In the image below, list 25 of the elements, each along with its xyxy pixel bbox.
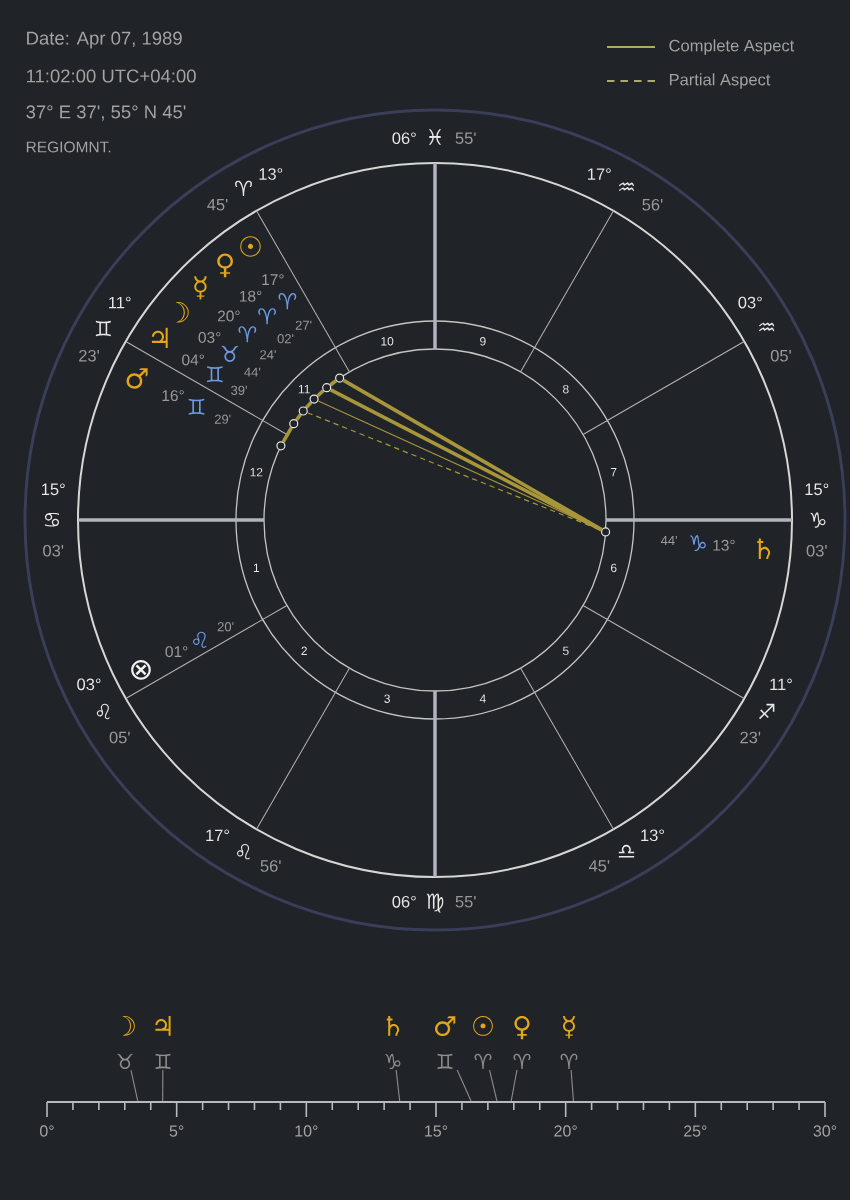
tick-label: 15° bbox=[425, 1125, 448, 1137]
leader-line bbox=[395, 1069, 401, 1102]
planet-label: ☿ ♈ bbox=[560, 1016, 578, 1070]
legend-label: Partial Aspect bbox=[669, 73, 771, 89]
tick-label: 0° bbox=[40, 1125, 54, 1137]
leader-line bbox=[489, 1069, 498, 1102]
planet-label: ☽ ♉ bbox=[117, 1016, 135, 1070]
leader-line bbox=[456, 1069, 472, 1102]
legend-label: Complete Aspect bbox=[669, 39, 795, 55]
tick-label: 25° bbox=[684, 1125, 707, 1137]
leader-line bbox=[510, 1069, 518, 1102]
leader-line bbox=[162, 1069, 164, 1102]
header-text: Date: Apr 07, 1989 bbox=[27, 31, 182, 49]
planet-label: ☉ ♈ bbox=[473, 1016, 493, 1070]
planet-label: ♄ ♑ bbox=[385, 1016, 401, 1070]
planet-label: ♂ ♊ bbox=[435, 1016, 456, 1070]
tick-label: 30° bbox=[813, 1125, 837, 1137]
tick-label: 10° bbox=[295, 1125, 318, 1137]
tick-label: 5° bbox=[169, 1125, 184, 1137]
planet-label: ♀ ♈ bbox=[513, 1016, 531, 1070]
leader-line bbox=[570, 1069, 574, 1102]
leader-line bbox=[130, 1069, 139, 1102]
tick-label: 20° bbox=[554, 1125, 577, 1137]
planet-label: ♃ ♊ bbox=[155, 1016, 171, 1070]
header-text: 11:02:00 UTC+04:00 bbox=[27, 69, 196, 83]
